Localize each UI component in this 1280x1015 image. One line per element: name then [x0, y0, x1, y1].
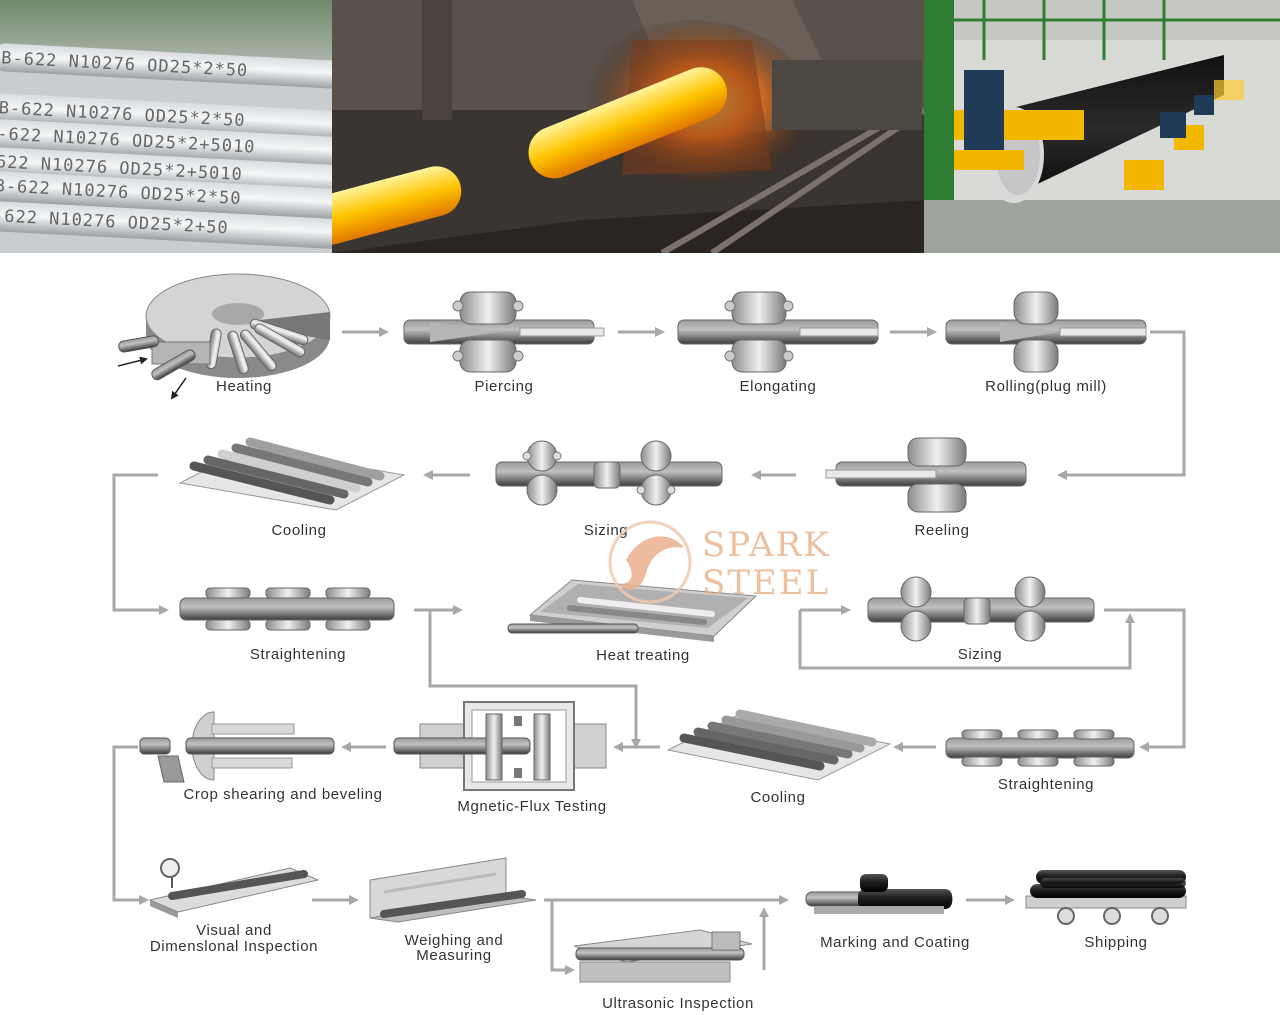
- step-label-reeling: Reeling: [914, 522, 969, 539]
- step-label-elongating: Elongating: [740, 378, 817, 395]
- step-label-magnetic-flux: Mgnetic-Flux Testing: [457, 798, 606, 815]
- step-label-marking: Marking and Coating: [820, 934, 970, 951]
- crop-shearing-beveling: Crop shearing and beveling: [139, 711, 382, 803]
- heat-treating-furnace: Heat treating: [507, 579, 758, 664]
- step-label-piercing: Piercing: [475, 378, 534, 395]
- step-label-sizing-1: Sizing: [584, 522, 628, 539]
- visual-inspection-station: Visual and Dimenslonal Inspection: [148, 858, 320, 955]
- spark-steel-watermark: SPARK STEEL: [608, 520, 831, 604]
- magnetic-flux-tester: Mgnetic-Flux Testing: [393, 701, 607, 815]
- photo-marked-tubes: B-622 N10276 OD25*2*50 B-622 N10276 OD25…: [0, 0, 332, 253]
- step-label-visual-2: Dimenslonal Inspection: [150, 938, 318, 955]
- step-label-sizing-2: Sizing: [958, 646, 1002, 663]
- sizing-mill-1: Sizing: [495, 440, 723, 539]
- process-flow-diagram: Heating Piercing Elongating: [112, 273, 1187, 1012]
- marking-coating-station: Marking and Coating: [805, 874, 970, 951]
- reeling-mill: Reeling: [825, 437, 1027, 539]
- photo-strip: B-622 N10276 OD25*2*50 B-622 N10276 OD25…: [0, 0, 1280, 253]
- straightening-machine-1: Straightening: [179, 587, 395, 663]
- step-label-shipping: Shipping: [1084, 934, 1147, 951]
- watermark-line-2: STEEL: [702, 563, 830, 603]
- cooling-bed-2: Cooling: [666, 709, 892, 806]
- step-label-cooling-1: Cooling: [271, 522, 326, 539]
- shipping-cart: Shipping: [1025, 870, 1187, 951]
- watermark-line-1: SPARK: [702, 525, 831, 565]
- photo-pipe-line: [924, 0, 1280, 253]
- sizing-mill-2: Sizing: [867, 576, 1095, 663]
- step-label-weighing-1: Weighing and: [405, 932, 504, 949]
- step-label-straightening-2: Straightening: [998, 776, 1094, 793]
- step-label-weighing-2: Measuring: [416, 947, 491, 964]
- step-label-crop-shearing: Crop shearing and beveling: [183, 786, 382, 803]
- elongating-mill: Elongating: [677, 291, 879, 395]
- flow-arrows: [112, 327, 1186, 975]
- weighing-measuring-station: Weighing and Measuring: [369, 857, 537, 964]
- piercing-mill: Piercing: [403, 291, 605, 395]
- straightening-machine-2: Straightening: [945, 729, 1135, 793]
- step-label-ultrasonic: Ultrasonic Inspection: [602, 995, 754, 1012]
- step-label-heating: Heating: [216, 378, 272, 395]
- rolling-plug-mill: Rolling(plug mill): [945, 291, 1147, 395]
- photo-hot-billet: [332, 0, 924, 253]
- step-label-cooling-2: Cooling: [750, 789, 805, 806]
- cooling-bed-1: Cooling: [178, 437, 406, 539]
- step-label-rolling: Rolling(plug mill): [985, 378, 1107, 395]
- heating-furnace: Heating: [117, 273, 331, 400]
- step-label-heat-treating: Heat treating: [596, 647, 690, 664]
- ultrasonic-inspection-station: Ultrasonic Inspection: [573, 929, 754, 1012]
- step-label-straightening-1: Straightening: [250, 646, 346, 663]
- step-label-visual-1: Visual and: [196, 922, 272, 939]
